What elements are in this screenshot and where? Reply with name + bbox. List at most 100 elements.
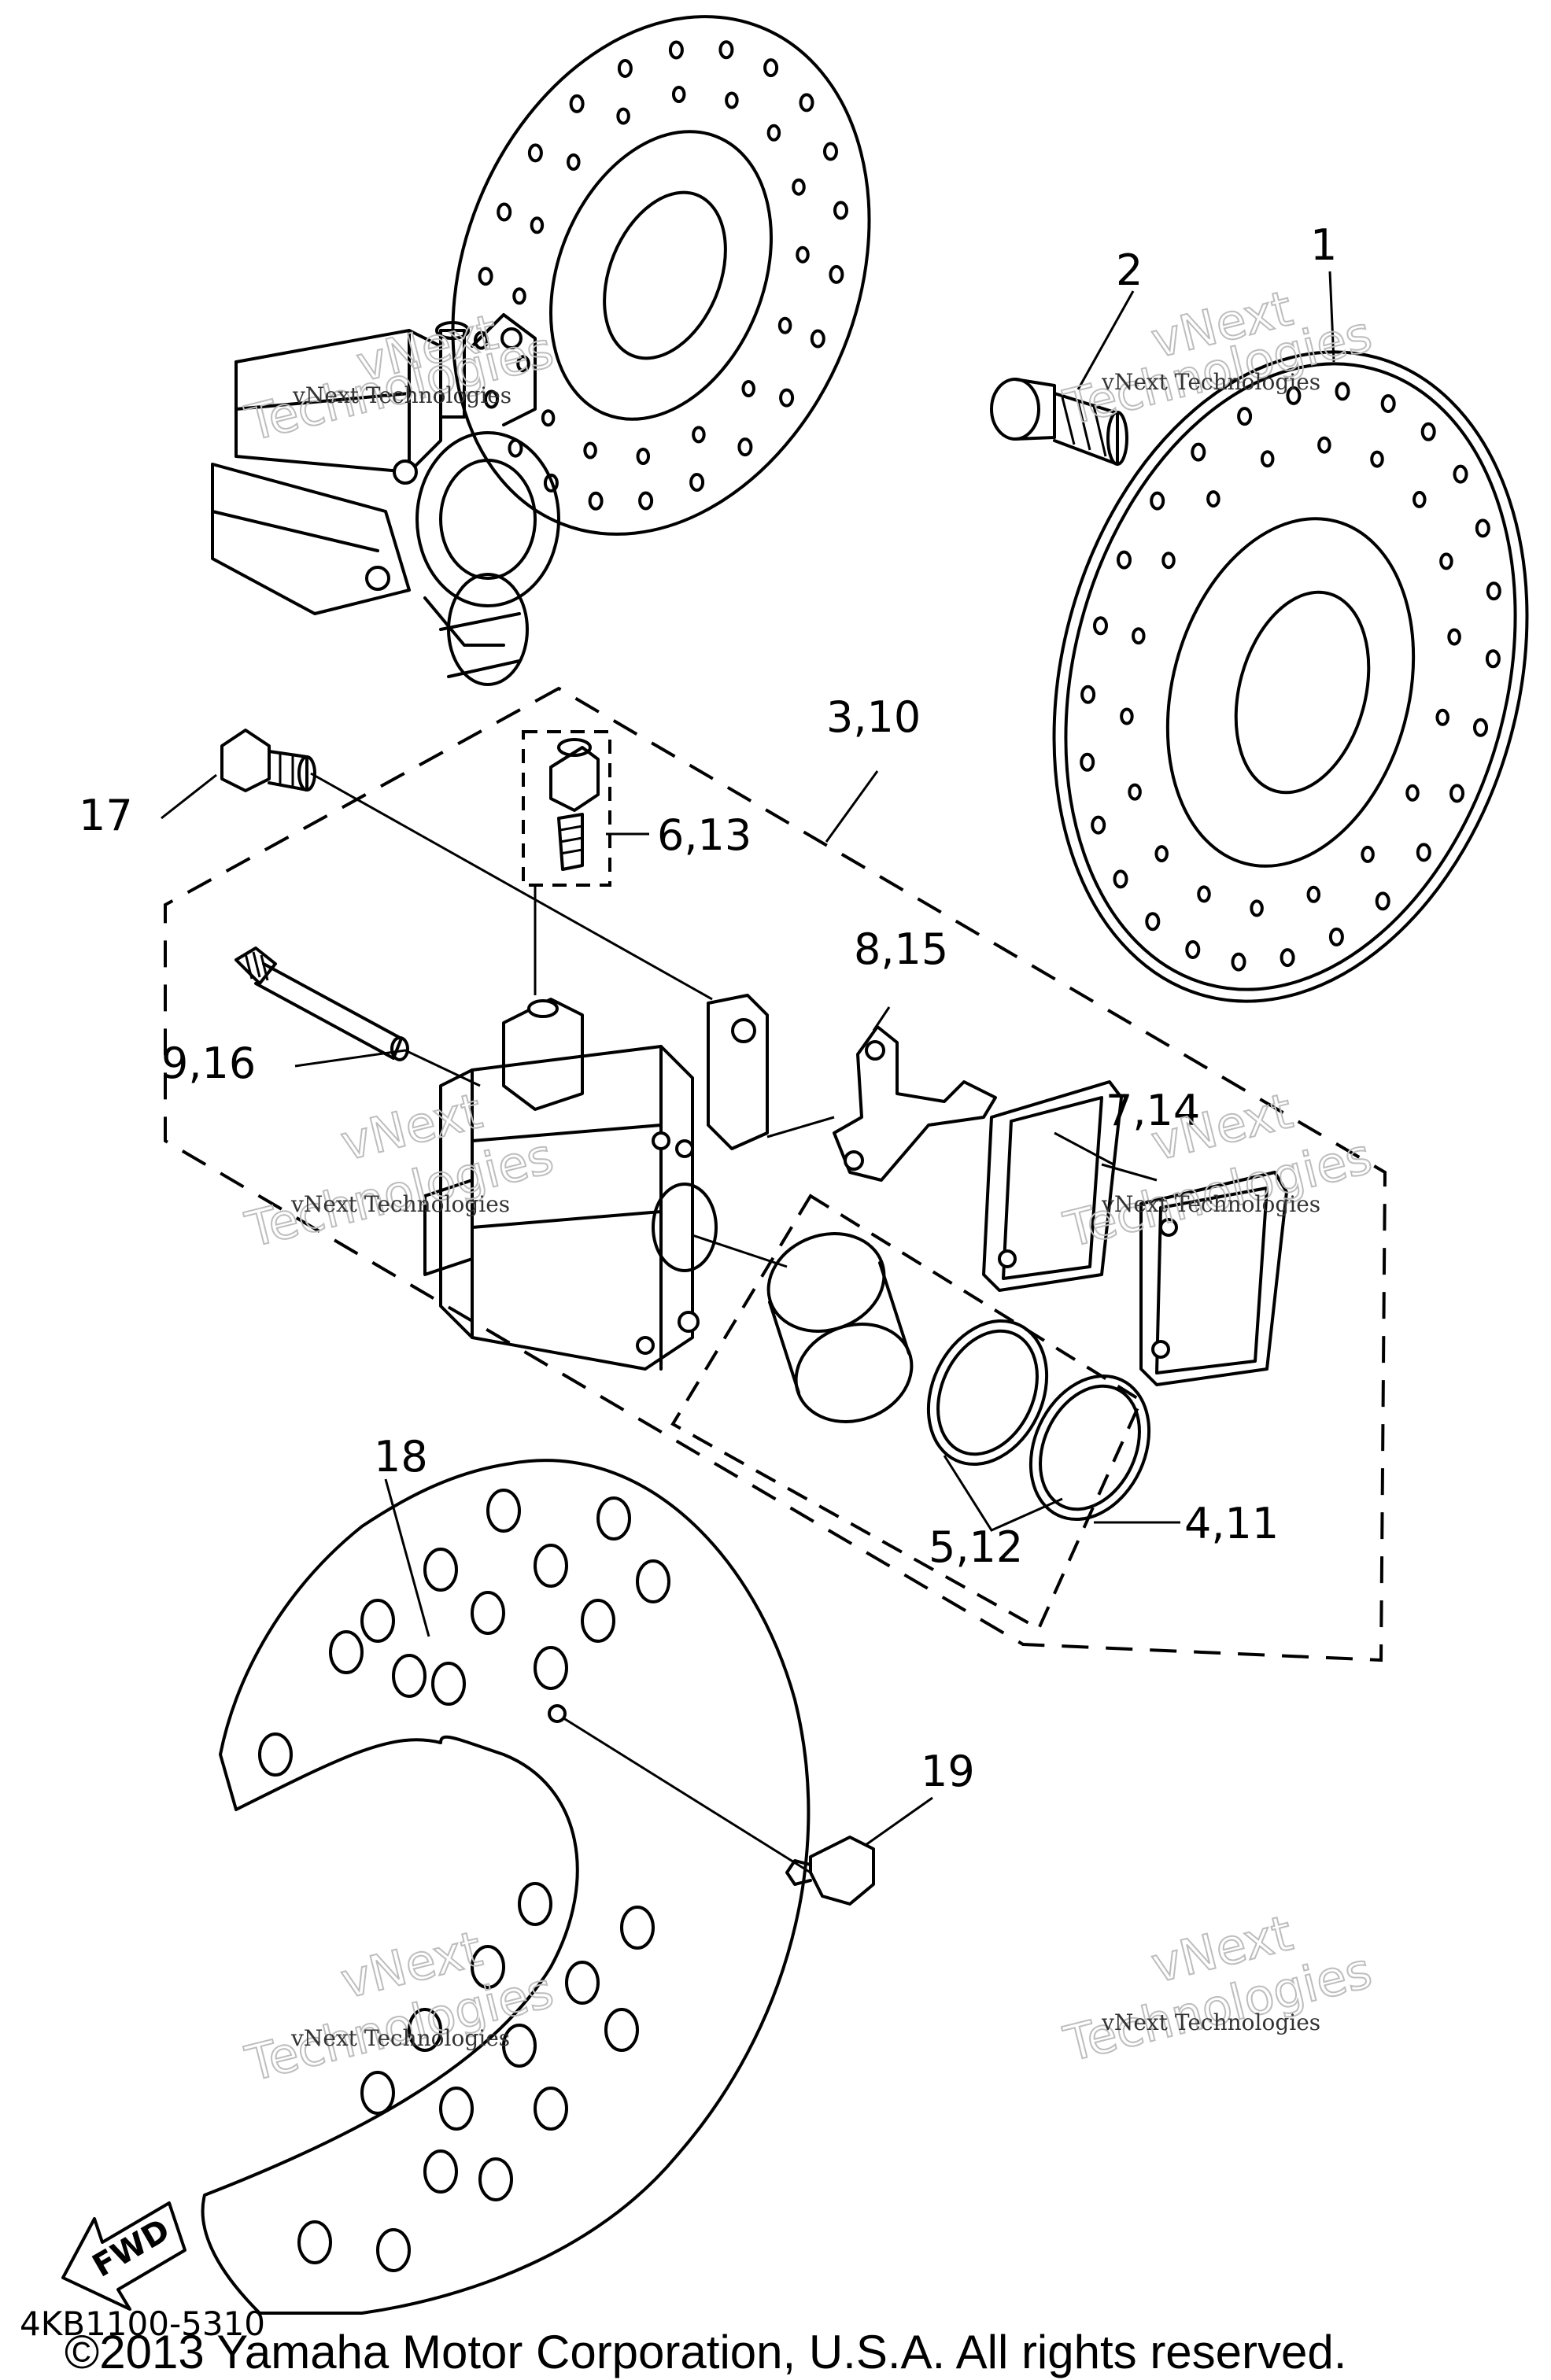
disc-vent-hole xyxy=(1145,912,1161,932)
callout-17: 17 xyxy=(79,791,133,840)
copyright-notice: ©2013 Yamaha Motor Corporation, U.S.A. A… xyxy=(65,2326,1346,2378)
fwd-label: FWD xyxy=(87,2212,176,2284)
disc-vent-hole xyxy=(1197,885,1211,903)
guard-vent-hole xyxy=(423,2149,458,2194)
callout-3-10: 3,10 xyxy=(826,692,921,742)
guard-vent-hole xyxy=(518,1882,552,1926)
guard-vent-hole xyxy=(360,2071,395,2115)
disc-vent-hole xyxy=(527,143,543,163)
guard-vent-hole xyxy=(376,2228,411,2272)
disc-vent-hole xyxy=(777,316,792,334)
guard-vent-hole xyxy=(534,1646,568,1690)
disc-vent-hole xyxy=(737,437,753,457)
guard-vent-hole xyxy=(502,2024,537,2068)
disc-vent-hole xyxy=(1370,450,1384,468)
disc-vent-hole xyxy=(1328,927,1344,946)
disc-vent-hole xyxy=(1250,899,1264,917)
part-6-13-bleed-screw xyxy=(522,730,611,887)
disc-vent-hole xyxy=(1475,518,1490,538)
fwd-arrow-icon: FWD xyxy=(61,2201,186,2311)
disc-vent-hole xyxy=(1206,490,1220,508)
guard-vent-hole xyxy=(534,2087,568,2131)
disc-vent-hole xyxy=(1080,684,1096,704)
guard-vent-hole xyxy=(486,1489,521,1533)
guard-vent-hole xyxy=(620,1906,655,1950)
disc-vent-hole xyxy=(1449,784,1464,803)
disc-vent-hole xyxy=(583,441,597,459)
disc-vent-hole xyxy=(718,40,734,60)
guard-vent-hole xyxy=(534,1544,568,1588)
part-17-caliper-bolt xyxy=(220,729,316,792)
disc-vent-hole xyxy=(1237,407,1253,426)
watermark-mid-left: vNext Technologies vNext Technologies xyxy=(239,1081,559,1260)
leader-lines xyxy=(161,271,1335,1874)
guard-vent-hole xyxy=(581,1599,615,1643)
disc-vent-hole xyxy=(1306,885,1321,903)
callout-7-14: 7,14 xyxy=(1106,1086,1200,1135)
guard-vent-hole xyxy=(604,2008,639,2052)
part-1-brake-disc xyxy=(1052,350,1529,1003)
guard-vent-hole xyxy=(360,1599,395,1643)
caliper-body xyxy=(423,994,769,1371)
disc-vent-hole xyxy=(1416,843,1431,862)
callout-6-13: 6,13 xyxy=(657,810,751,860)
watermark-bottom-right: vNext Technologies vNext Technologies xyxy=(1058,1903,1378,2074)
disc-vent-hole xyxy=(512,287,526,305)
guard-vent-hole xyxy=(297,2220,332,2264)
disc-vent-hole xyxy=(1317,436,1331,454)
disc-vent-hole xyxy=(1380,394,1396,413)
svg-text:vNext Technologies: vNext Technologies xyxy=(290,1191,510,1217)
disc-vent-hole xyxy=(1375,891,1390,911)
guard-vent-hole xyxy=(471,1591,505,1635)
disc-vent-hole xyxy=(763,58,779,78)
callout-4-11: 4,11 xyxy=(1184,1499,1279,1548)
disc-vent-hole xyxy=(792,178,806,196)
disc-vent-hole xyxy=(1439,552,1453,570)
assembled-disc-top-left xyxy=(451,15,871,536)
disc-vent-hole xyxy=(810,329,825,349)
disc-vent-hole xyxy=(474,330,489,350)
disc-vent-hole xyxy=(833,201,848,220)
disc-vent-hole xyxy=(569,94,585,113)
disc-vent-hole xyxy=(829,264,844,284)
part-4-11-piston xyxy=(766,1232,914,1423)
guard-vent-hole xyxy=(471,1945,505,1989)
disc-vent-hole xyxy=(1120,707,1134,725)
part-9-16-slide-pin xyxy=(234,946,409,1061)
disc-vent-hole xyxy=(1132,627,1146,645)
guard-vent-hole xyxy=(392,1654,427,1698)
callout-9-16: 9,16 xyxy=(161,1039,256,1088)
guard-vent-hole xyxy=(565,1961,600,2005)
disc-vent-hole xyxy=(617,59,633,78)
disc-vent-hole xyxy=(1260,450,1275,468)
disc-vent-hole xyxy=(725,91,739,109)
disc-vent-hole xyxy=(1280,948,1295,968)
callout-8-15: 8,15 xyxy=(854,924,948,974)
caliper-assembly-boundary xyxy=(164,686,1387,1662)
part-2-disc-bolt xyxy=(990,378,1128,466)
disc-vent-hole xyxy=(1161,552,1176,570)
part-8-15-pad-spring xyxy=(833,1025,997,1182)
disc-vent-hole xyxy=(1361,845,1375,863)
guard-vent-hole xyxy=(478,2157,513,2201)
disc-vent-hole xyxy=(1080,752,1095,772)
drawing-code: 4KB1100-5310 xyxy=(20,2304,265,2343)
disc-vent-hole xyxy=(541,409,556,427)
disc-vent-hole xyxy=(689,473,705,492)
disc-vent-hole xyxy=(1154,845,1169,863)
callout-1: 1 xyxy=(1310,220,1337,270)
disc-vent-hole xyxy=(1335,382,1350,401)
disc-vent-hole xyxy=(1093,616,1108,636)
disc-vent-hole xyxy=(823,142,838,161)
disc-vent-hole xyxy=(636,448,651,465)
disc-vent-hole xyxy=(799,93,814,113)
disc-vent-hole xyxy=(1128,783,1142,801)
disc-vent-hole xyxy=(1191,442,1206,462)
disc-vent-hole xyxy=(796,245,810,264)
svg-text:vNext Technologies: vNext Technologies xyxy=(1101,2009,1320,2035)
disc-vent-hole xyxy=(1091,815,1106,835)
disc-vent-hole xyxy=(692,426,706,444)
watermark-bottom-left: vNext Technologies vNext Technologies xyxy=(239,1919,559,2094)
disc-vent-hole xyxy=(1413,490,1427,508)
